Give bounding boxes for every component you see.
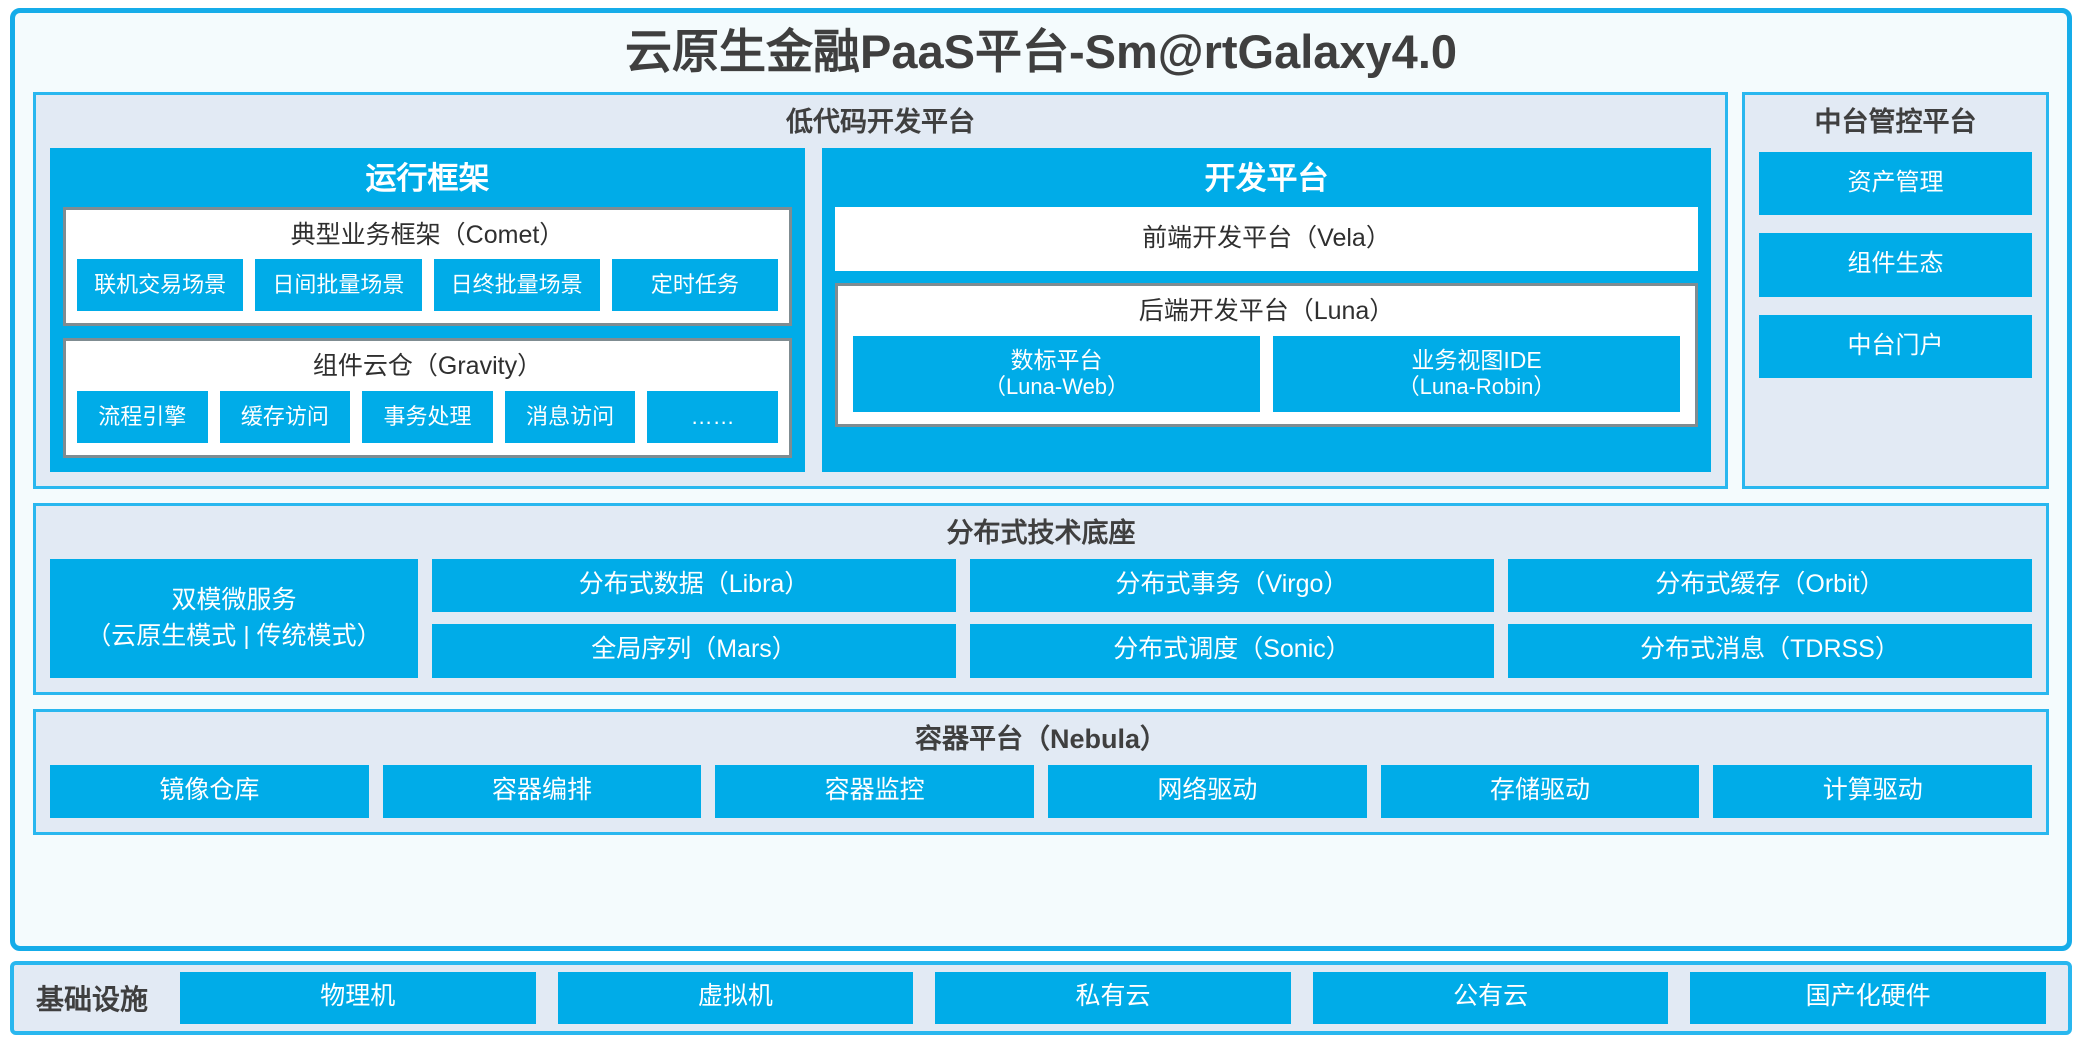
midplatform-control-panel: 中台管控平台 资产管理 组件生态 中台门户	[1742, 92, 2049, 490]
lowcode-platform-title: 低代码开发平台	[786, 107, 975, 138]
luna-web-name: 数标平台	[1010, 346, 1103, 373]
luna-group: 后端开发平台（Luna） 数标平台 （Luna-Web） 业务视图IDE （Lu…	[835, 283, 1698, 428]
distributed-base-title: 分布式技术底座	[946, 518, 1136, 549]
comet-item-online-transaction[interactable]: 联机交易场景	[77, 259, 244, 312]
infrastructure-item-private-cloud[interactable]: 私有云	[935, 972, 1291, 1024]
container-platform-title: 容器平台（Nebula）	[914, 723, 1168, 754]
midplatform-control-title: 中台管控平台	[1814, 107, 1977, 138]
lowcode-platform-panel: 低代码开发平台 运行框架 典型业务框架（Comet） 联机交易场景 日间批量场景…	[33, 92, 1728, 490]
runtime-group-spacer	[63, 326, 792, 338]
container-item-orchestration[interactable]: 容器编排	[382, 764, 702, 819]
dual-mode-line2: （云原生模式 | 传统模式）	[86, 622, 382, 651]
container-item-image-registry[interactable]: 镜像仓库	[50, 764, 369, 819]
runtime-framework-title: 运行框架	[365, 161, 490, 197]
gravity-item-more[interactable]: ……	[647, 390, 778, 444]
container-platform-panel: 容器平台（Nebula） 镜像仓库 容器编排 容器监控 网络驱动 存储驱动 计算…	[33, 708, 2049, 836]
distributed-column-1: 分布式数据（Libra） 全局序列（Mars）	[432, 558, 956, 678]
container-item-monitoring[interactable]: 容器监控	[715, 764, 1035, 819]
container-platform-row: 镜像仓库 容器编排 容器监控 网络驱动 存储驱动 计算驱动	[50, 764, 2033, 819]
comet-item-intraday-batch[interactable]: 日间批量场景	[255, 259, 422, 312]
dual-mode-microservice-card[interactable]: 双模微服务 （云原生模式 | 传统模式）	[50, 558, 418, 678]
infrastructure-bar: 基础设施 物理机 虚拟机 私有云 公有云 国产化硬件	[10, 961, 2072, 1035]
main-architecture-frame: 云原生金融PaaS平台-Sm@rtGalaxy4.0 低代码开发平台 运行框架 …	[10, 8, 2072, 951]
luna-web-code: （Luna-Web）	[983, 373, 1130, 399]
comet-chip-row: 联机交易场景 日间批量场景 日终批量场景 定时任务	[77, 259, 778, 312]
distributed-item-sonic[interactable]: 分布式调度（Sonic）	[970, 624, 1494, 678]
distributed-item-tdrss[interactable]: 分布式消息（TDRSS）	[1508, 624, 2032, 678]
infrastructure-item-physical-machine[interactable]: 物理机	[180, 972, 536, 1024]
distributed-item-mars[interactable]: 全局序列（Mars）	[432, 624, 956, 678]
distributed-column-3: 分布式缓存（Orbit） 分布式消息（TDRSS）	[1508, 558, 2032, 678]
midplatform-item-list: 资产管理 组件生态 中台门户	[1759, 148, 2032, 379]
dev-platform-spacer	[835, 271, 1698, 283]
luna-robin-name: 业务视图IDE	[1411, 346, 1542, 373]
frontend-dev-platform-vela[interactable]: 前端开发平台（Vela）	[835, 206, 1698, 272]
runtime-framework-card: 运行框架 典型业务框架（Comet） 联机交易场景 日间批量场景 日终批量场景 …	[50, 148, 805, 473]
luna-group-title: 后端开发平台（Luna）	[1138, 297, 1395, 326]
zone-spacer-2	[33, 695, 2049, 709]
midplatform-item-portal[interactable]: 中台门户	[1759, 314, 2032, 379]
zone-spacer-1	[33, 489, 2049, 503]
luna-chip-row: 数标平台 （Luna-Web） 业务视图IDE （Luna-Robin）	[849, 335, 1684, 413]
gravity-group: 组件云仓（Gravity） 流程引擎 缓存访问 事务处理 消息访问 ……	[63, 338, 792, 459]
midplatform-item-asset-management[interactable]: 资产管理	[1759, 152, 2032, 216]
luna-item-luna-robin[interactable]: 业务视图IDE （Luna-Robin）	[1273, 335, 1680, 413]
gravity-item-cache-access[interactable]: 缓存访问	[219, 390, 351, 444]
distributed-item-libra[interactable]: 分布式数据（Libra）	[432, 558, 956, 613]
distributed-item-orbit[interactable]: 分布式缓存（Orbit）	[1508, 558, 2032, 613]
distributed-base-panel: 分布式技术底座 双模微服务 （云原生模式 | 传统模式） 分布式数据（Libra…	[33, 503, 2049, 695]
container-item-network-driver[interactable]: 网络驱动	[1048, 764, 1367, 819]
page-title: 云原生金融PaaS平台-Sm@rtGalaxy4.0	[624, 25, 1458, 78]
luna-robin-code: （Luna-Robin）	[1397, 373, 1556, 399]
gravity-group-title: 组件云仓（Gravity）	[312, 352, 543, 381]
infrastructure-item-public-cloud[interactable]: 公有云	[1312, 972, 1669, 1024]
comet-group: 典型业务框架（Comet） 联机交易场景 日间批量场景 日终批量场景 定时任务	[63, 206, 792, 327]
distributed-column-2: 分布式事务（Virgo） 分布式调度（Sonic）	[970, 558, 1494, 678]
infrastructure-item-list: 物理机 虚拟机 私有云 公有云 国产化硬件	[180, 972, 2046, 1024]
lowcode-platform-body: 运行框架 典型业务框架（Comet） 联机交易场景 日间批量场景 日终批量场景 …	[50, 148, 1711, 473]
distributed-item-virgo[interactable]: 分布式事务（Virgo）	[970, 558, 1494, 613]
top-zone: 低代码开发平台 运行框架 典型业务框架（Comet） 联机交易场景 日间批量场景…	[33, 92, 2049, 490]
infrastructure-label: 基础设施	[36, 984, 149, 1015]
dual-mode-line1: 双模微服务	[171, 586, 297, 615]
infrastructure-item-domestic-hardware[interactable]: 国产化硬件	[1690, 972, 2046, 1024]
distributed-base-body: 双模微服务 （云原生模式 | 传统模式） 分布式数据（Libra） 全局序列（M…	[50, 558, 2032, 678]
comet-group-title: 典型业务框架（Comet）	[290, 220, 565, 249]
container-item-compute-driver[interactable]: 计算驱动	[1713, 764, 2033, 819]
dev-platform-title: 开发平台	[1204, 161, 1329, 197]
luna-item-luna-web[interactable]: 数标平台 （Luna-Web）	[853, 335, 1260, 413]
infrastructure-item-virtual-machine[interactable]: 虚拟机	[557, 972, 914, 1024]
comet-item-scheduled-task[interactable]: 定时任务	[611, 259, 778, 312]
gravity-item-message-access[interactable]: 消息访问	[504, 390, 636, 444]
comet-item-eod-batch[interactable]: 日终批量场景	[433, 259, 600, 312]
gravity-item-process-engine[interactable]: 流程引擎	[77, 390, 208, 444]
dev-platform-card: 开发平台 前端开发平台（Vela） 后端开发平台（Luna） 数标平台 （Lun…	[822, 148, 1711, 473]
container-item-storage-driver[interactable]: 存储驱动	[1380, 764, 1700, 819]
gravity-chip-row: 流程引擎 缓存访问 事务处理 消息访问 ……	[77, 390, 778, 444]
midplatform-item-component-ecosystem[interactable]: 组件生态	[1759, 233, 2032, 297]
gravity-item-transaction-processing[interactable]: 事务处理	[362, 390, 493, 444]
